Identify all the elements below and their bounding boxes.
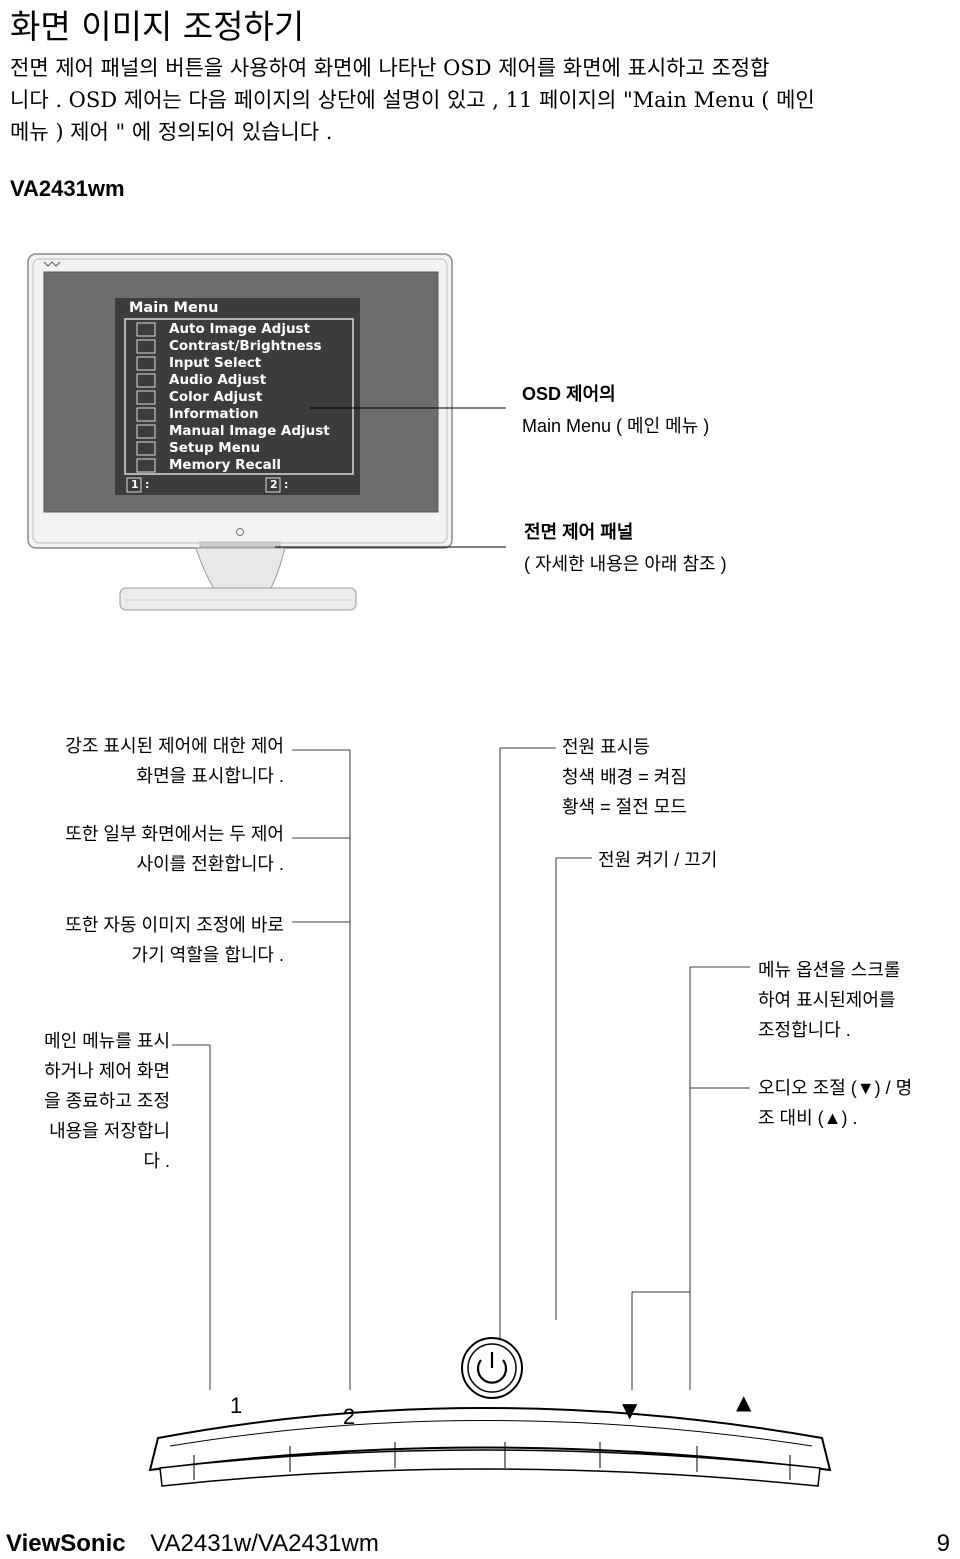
callout-line: 황색 = 절전 모드 — [562, 797, 687, 817]
callout-line: 오디오 조절 (▼) / 명 — [758, 1078, 913, 1098]
power-button[interactable] — [462, 1338, 522, 1398]
osd-item-setup-menu[interactable]: Setup Menu — [169, 440, 261, 456]
osd-item-auto-image-adjust[interactable]: Auto Image Adjust — [169, 321, 311, 337]
button1-exit-callout: 메인 메뉴를 표시 하거나 제어 화면 을 종료하고 조정 내용을 저장합니 다… — [0, 1026, 170, 1176]
panel-callout-title: 전면 제어 패널 — [524, 522, 634, 542]
power-led-callout: 전원 표시등 청색 배경 = 켜짐 황색 = 절전 모드 — [562, 732, 687, 822]
callout-line: 전원 표시등 — [562, 737, 650, 757]
callout-line: 내용을 저장합니 — [49, 1121, 170, 1141]
footer-model: VA2431w/VA2431wm — [150, 1530, 379, 1557]
panel-callout-subtitle: ( 자세한 내용은 아래 참조 ) — [524, 554, 727, 574]
callout-line: 다 . — [143, 1151, 170, 1171]
callout-line: 메뉴 옵션을 스크롤 — [758, 960, 901, 980]
scroll-callout: 메뉴 옵션을 스크롤 하여 표시된제어를 조정합니다 . — [758, 955, 900, 1045]
callout-line: 조정합니다 . — [758, 1020, 851, 1040]
osd-footer-key-2: 2 — [270, 478, 278, 491]
osd-item-color-adjust[interactable]: Color Adjust — [169, 389, 263, 405]
callout-line: 하거나 제어 화면 — [44, 1061, 170, 1081]
intro-paragraph: 전면 제어 패널의 버튼을 사용하여 화면에 나타난 OSD 제어를 화면에 표… — [10, 52, 955, 148]
button1-callout-b: 또한 일부 화면에서는 두 제어 사이를 전환합니다 . — [0, 819, 284, 879]
power-led-icon — [484, 1412, 500, 1428]
intro-line: 전면 제어 패널의 버튼을 사용하여 화면에 나타난 OSD 제어를 화면에 표… — [10, 56, 770, 80]
model-name: VA2431wm — [10, 176, 125, 201]
audio-contrast-callout: 오디오 조절 (▼) / 명 조 대비 (▲) . — [758, 1073, 912, 1133]
callout-line: 화면을 표시합니다 . — [136, 766, 284, 786]
button-1-label[interactable]: 1 — [230, 1393, 243, 1418]
callout-line: 가기 역할을 합니다 . — [131, 945, 284, 965]
osd-footer-sep-1: : — [145, 478, 150, 491]
footer: ViewSonic VA2431w/VA2431wm — [6, 1530, 379, 1558]
callout-line: 강조 표시된 제어에 대한 제어 — [65, 736, 284, 756]
footer-brand: ViewSonic — [6, 1530, 126, 1557]
osd-icons — [136, 322, 156, 473]
callout-line: 청색 배경 = 켜짐 — [562, 767, 687, 787]
callout-line: 을 종료하고 조정 — [44, 1091, 170, 1111]
osd-header: Main Menu — [129, 300, 219, 316]
button1-callout-a: 강조 표시된 제어에 대한 제어 화면을 표시합니다 . — [0, 731, 284, 791]
button2-callout: 또한 자동 이미지 조정에 바로 가기 역할을 합니다 . — [0, 910, 284, 970]
callout-line: 또한 일부 화면에서는 두 제어 — [65, 824, 284, 844]
osd-footer-key-1: 1 — [131, 478, 139, 491]
osd-item-manual-image-adjust[interactable]: Manual Image Adjust — [169, 423, 330, 439]
intro-line: 니다 . OSD 제어는 다음 페이지의 상단에 설명이 있고 , 11 페이지… — [10, 88, 815, 112]
page-title: 화면 이미지 조정하기 — [10, 7, 305, 46]
osd-callout-title: OSD 제어의 — [522, 384, 616, 404]
osd-main-menu: Main Menu Auto Image Adjust Contrast/Bri… — [127, 300, 357, 495]
callout-line: 또한 자동 이미지 조정에 바로 — [65, 915, 284, 935]
osd-callout-subtitle: Main Menu ( 메인 메뉴 ) — [522, 416, 710, 436]
osd-item-input-select[interactable]: Input Select — [169, 355, 262, 371]
callout-line: 메인 메뉴를 표시 — [44, 1031, 170, 1051]
osd-item-information[interactable]: Information — [169, 406, 259, 422]
up-arrow-icon[interactable]: ▲ — [736, 1390, 752, 1414]
intro-line: 메뉴 ) 제어 " 에 정의되어 있습니다 . — [10, 120, 333, 144]
osd-item-contrast-brightness[interactable]: Contrast/Brightness — [169, 338, 322, 354]
down-arrow-icon[interactable]: ▼ — [622, 1398, 638, 1422]
power-switch-callout: 전원 켜기 / 끄기 — [598, 850, 718, 870]
callout-line: 조 대비 (▲) . — [758, 1108, 858, 1128]
osd-item-audio-adjust[interactable]: Audio Adjust — [169, 372, 267, 388]
callout-line: 하여 표시된제어를 — [758, 990, 896, 1010]
osd-footer-sep-2: : — [284, 478, 289, 491]
button-2-label[interactable]: 2 — [343, 1404, 356, 1429]
page-number: 9 — [936, 1530, 950, 1557]
osd-item-memory-recall[interactable]: Memory Recall — [169, 457, 282, 473]
callout-line: 사이를 전환합니다 . — [136, 854, 284, 874]
